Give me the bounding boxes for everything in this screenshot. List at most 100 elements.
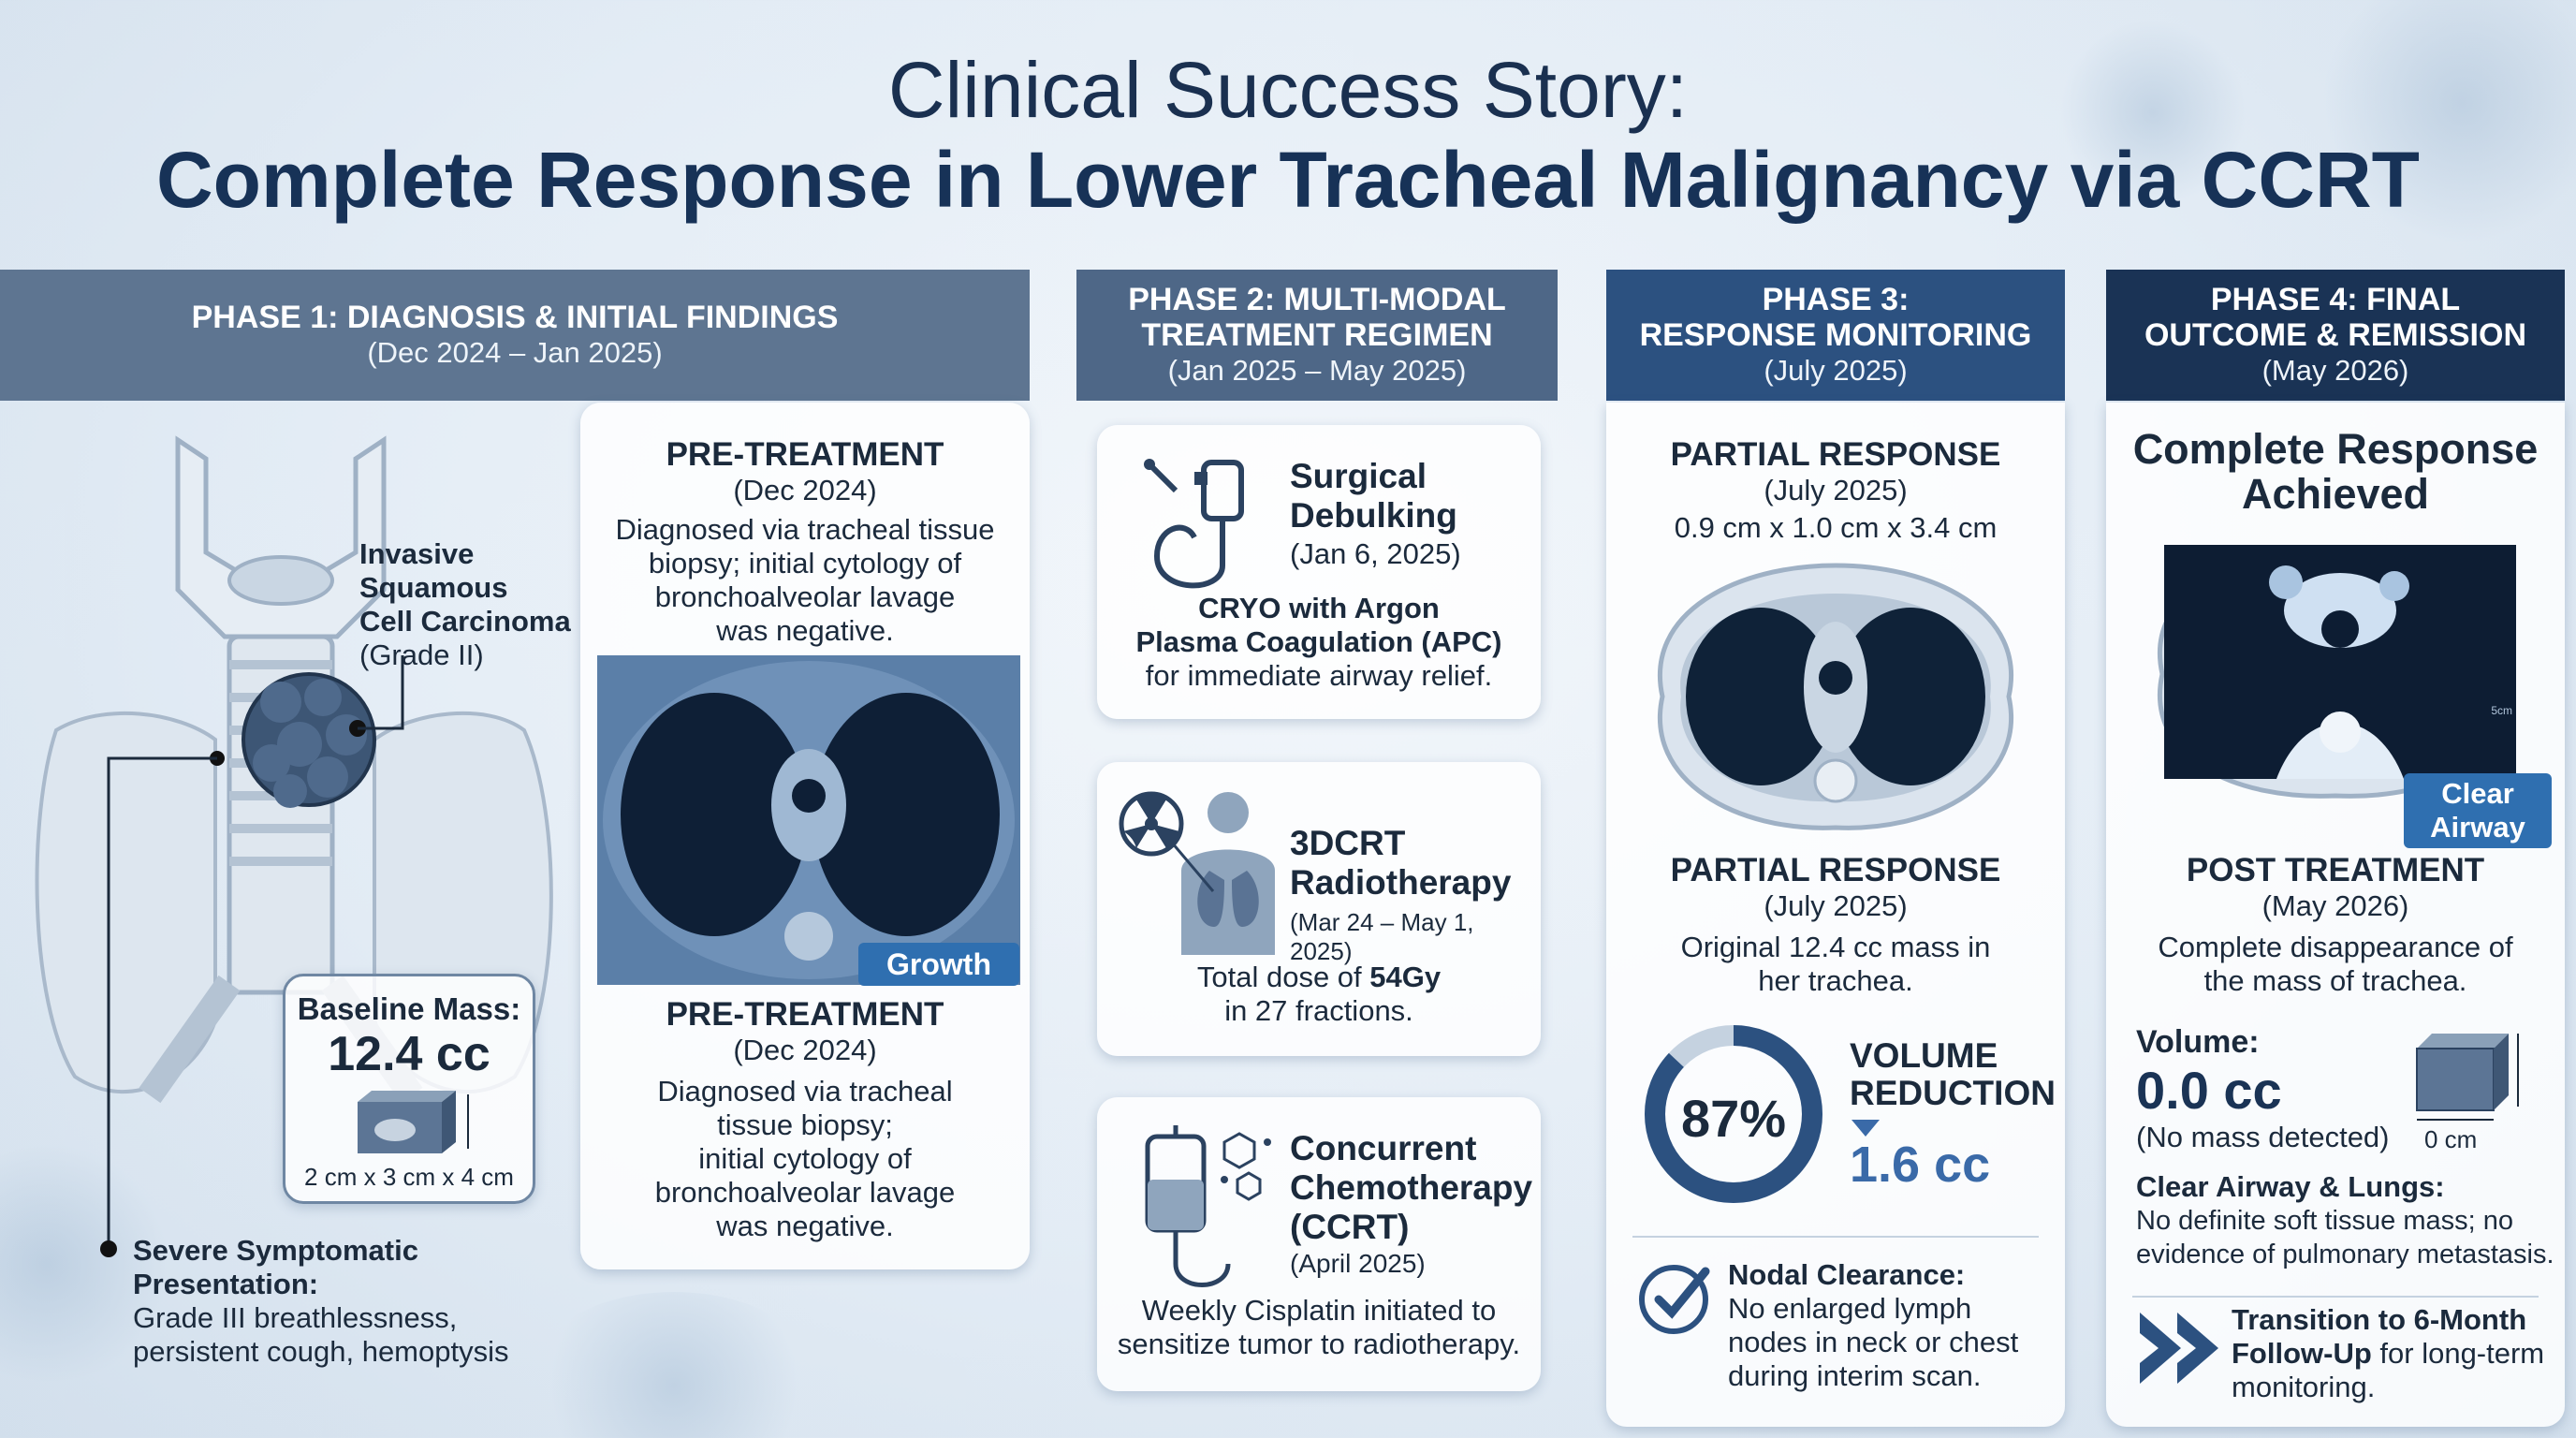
radio-date: (Mar 24 – May 1, 2025): [1290, 908, 1474, 965]
volume-reduction-ring: [1645, 1025, 1822, 1203]
pre2-line4: bronchoalveolar lavage: [654, 1176, 956, 1209]
post-title: POST TREATMENT: [2186, 852, 2485, 888]
pr2-text: (July 2025) Original 12.4 cc mass in her…: [1606, 889, 2065, 998]
fast-forward-icon: [2140, 1313, 2218, 1384]
followup-line1: Transition to 6-Month: [2232, 1303, 2527, 1336]
volume-block: Volume: 0.0 cc (No mass detected): [2136, 1024, 2390, 1154]
reduction-label-line2: REDUCTION: [1850, 1074, 2056, 1112]
complete-response-title: Complete Response Achieved: [2106, 427, 2565, 517]
trachea-illustration: [35, 435, 553, 1257]
chemo-body: Weekly Cisplatin initiated to sensitize …: [1097, 1294, 1541, 1361]
pre2-date: (Dec 2024): [733, 1034, 877, 1066]
background-cell-decoration: [2321, 0, 2576, 243]
page-title-line1: Clinical Success Story:: [887, 46, 1689, 134]
chemo-title-line3: (CCRT): [1290, 1208, 1410, 1246]
pre2-text: (Dec 2024) Diagnosed via tracheal tissue…: [580, 1034, 1030, 1243]
reduction-label-line1: VOLUME: [1850, 1036, 1998, 1075]
symptoms-block: Severe Symptomatic Presentation: Grade I…: [133, 1234, 582, 1369]
pr2-line2: her trachea.: [1758, 964, 1913, 997]
pr2-date: (July 2025): [1764, 889, 1908, 922]
lungs-block: Clear Airway & Lungs: No definite soft t…: [2136, 1170, 2557, 1271]
bronchoscope-icon: [1144, 459, 1244, 589]
reduction-label: VOLUME REDUCTION: [1850, 1037, 2056, 1112]
clear-airway-tag-line2: Airway: [2430, 811, 2525, 844]
baseline-mass-label: Baseline Mass:: [297, 991, 521, 1026]
pre2-line5: was negative.: [716, 1210, 894, 1242]
symptoms-title1: Severe Symptomatic: [133, 1234, 418, 1267]
post-line1: Complete disappearance of: [2158, 931, 2513, 963]
down-arrow-icon: [1852, 1120, 1880, 1137]
pre2-line2: tissue biopsy;: [717, 1108, 893, 1141]
complete-response-line2: Achieved: [2241, 470, 2430, 518]
pre1-line3: bronchoalveolar lavage: [654, 580, 956, 613]
complete-response-line1: Complete Response: [2132, 425, 2539, 473]
radio-dose-value: 54Gy: [1369, 961, 1442, 993]
chemo-body-line2: sensitize tumor to radiotherapy.: [1117, 1328, 1521, 1360]
background-cell-decoration: [524, 1292, 824, 1438]
baseline-mass-value: 12.4 cc: [328, 1027, 490, 1081]
followup-block: Transition to 6-Month Follow-Up for long…: [2232, 1303, 2559, 1404]
chemo-title-line1: Concurrent: [1290, 1129, 1477, 1167]
pr1-dims: 0.9 cm x 1.0 cm x 3.4 cm: [1674, 511, 1998, 544]
check-circle-icon: [1639, 1265, 1710, 1334]
phase4-header-dates: (May 2026): [2261, 354, 2409, 387]
callout-lines: [100, 655, 404, 1257]
symptoms-title2: Presentation:: [133, 1268, 319, 1300]
surgery-date: (Jan 6, 2025): [1290, 537, 1461, 570]
chemo-body-line1: Weekly Cisplatin initiated to: [1141, 1294, 1497, 1327]
pre1-line1: Diagnosed via tracheal tissue: [615, 513, 995, 546]
radio-body: Total dose of 54Gy in 27 fractions.: [1097, 961, 1541, 1028]
surgery-body: CRYO with Argon Plasma Coagulation (APC)…: [1097, 592, 1541, 693]
diagnosis-label: Invasive Squamous Cell Carcinoma (Grade …: [359, 537, 584, 672]
pre2-title: PRE-TREATMENT: [666, 996, 944, 1033]
larynx-illustration: [175, 435, 387, 639]
phase4-header: PHASE 4: FINAL OUTCOME & REMISSION (May …: [2106, 270, 2565, 401]
iv-drip-icon: [1145, 1125, 1271, 1287]
phase1-header-title: PHASE 1: DIAGNOSIS & INITIAL FINDINGS: [191, 300, 839, 335]
ct-scan-lungs-image: [603, 661, 1015, 979]
post-line2: the mass of trachea.: [2203, 964, 2467, 997]
scan-scale-mark: 5cm: [2491, 704, 2512, 717]
pre1-date: (Dec 2024): [733, 474, 877, 506]
reduction-ring-arc: [1645, 1025, 1822, 1203]
divider: [1632, 1236, 2039, 1238]
lungs-line1: No definite soft tissue mass; no: [2136, 1206, 2513, 1236]
pre1-line2: biopsy; initial cytology of: [648, 547, 962, 580]
chemo-date: (April 2025): [1290, 1249, 1426, 1278]
surgery-body-line1: CRYO with Argon: [1198, 592, 1440, 624]
radio-title: 3DCRT Radiotherapy: [1290, 824, 1511, 902]
nodal-line2: nodes in neck or chest: [1728, 1326, 2019, 1358]
volume-label: Volume:: [2136, 1024, 2260, 1060]
volume-value: 0.0 cc: [2136, 1061, 2282, 1120]
baseline-mass-dims: 2 cm x 3 cm x 4 cm: [304, 1163, 514, 1191]
page-title-line2: Complete Response in Lower Tracheal Mali…: [156, 136, 2420, 224]
symptoms-line2: persistent cough, hemoptysis: [133, 1335, 509, 1368]
phase3-header-title: PHASE 3: RESPONSE MONITORING: [1639, 282, 2032, 353]
surgery-body-line2: Plasma Coagulation (APC): [1135, 625, 1502, 658]
diagnosis-grade: (Grade II): [359, 638, 484, 671]
radiotherapy-card: 3DCRT Radiotherapy (Mar 24 – May 1, 2025…: [1097, 762, 1541, 1056]
background-cell-decoration: [2059, 19, 2247, 206]
phase4-header-title: PHASE 4: FINAL OUTCOME & REMISSION: [2144, 282, 2527, 353]
diagnosis-line1: Invasive: [359, 537, 475, 570]
nodal-line1: No enlarged lymph: [1728, 1292, 1972, 1325]
post-date: (May 2026): [2261, 889, 2409, 922]
radio-title-line1: 3DCRT: [1290, 824, 1406, 862]
diagnosis-line3: Cell Carcinoma: [359, 605, 571, 638]
ct-scan-partial-response: [1658, 563, 2013, 830]
phase2-header-title: PHASE 2: MULTI-MODAL TREATMENT REGIMEN: [1128, 282, 1506, 353]
nodal-title: Nodal Clearance:: [1728, 1258, 1966, 1291]
surgery-body-line3: for immediate airway relief.: [1145, 659, 1493, 692]
ct-scan-clear-image: [2164, 545, 2516, 779]
pr2-title: PARTIAL RESPONSE: [1670, 852, 2001, 888]
surgery-title-line1: Surgical: [1290, 457, 1427, 495]
phase2-header-dates: (Jan 2025 – May 2025): [1167, 354, 1467, 387]
ct-scan-post-treatment: 5cm: [2164, 545, 2516, 779]
tumor-mass: [242, 672, 376, 808]
radio-body-line2: in 27 fractions.: [1224, 994, 1413, 1027]
phase2-header: PHASE 2: MULTI-MODAL TREATMENT REGIMEN (…: [1076, 270, 1558, 401]
clear-airway-tag-line1: Clear: [2441, 777, 2514, 810]
mass-cube-icon: [358, 1091, 469, 1153]
chemotherapy-card: Concurrent Chemotherapy (CCRT) (April 20…: [1097, 1097, 1541, 1391]
radiation-body-icon: [1119, 791, 1275, 955]
